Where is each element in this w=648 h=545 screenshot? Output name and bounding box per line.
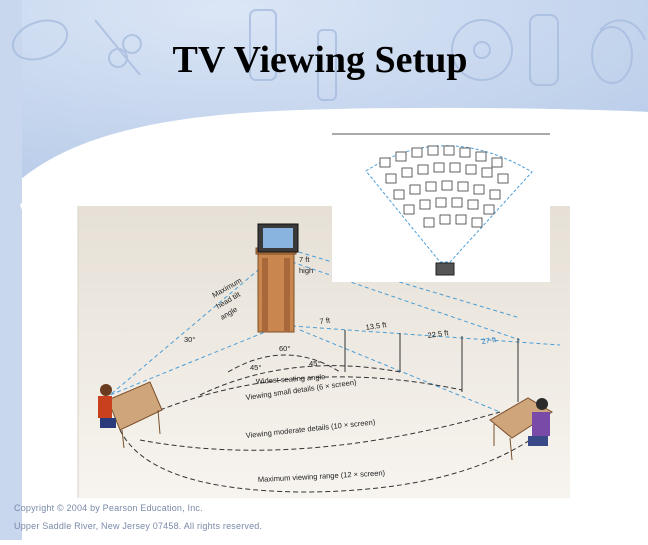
copyright-line-1: Copyright © 2004 by Pearson Education, I…: [14, 503, 203, 513]
seating-fan-inset: [332, 133, 550, 282]
right-viewer: [489, 397, 553, 461]
dist-22-label: 22.5 ft: [427, 328, 450, 340]
height-label-2: high: [299, 266, 313, 275]
dist-13-label: 13.5 ft: [365, 320, 388, 332]
left-viewer: [98, 381, 163, 449]
dist-27-label: 27 ft: [481, 335, 498, 346]
angle-45-right-label: 45°: [309, 359, 320, 368]
angle-45-left-label: 45°: [250, 363, 261, 372]
height-label-1: 7 ft: [299, 255, 310, 264]
viewing-room-illustration: 7 ft high Maximum head tilt angle 30° 60…: [77, 206, 570, 498]
copyright-line-2: Upper Saddle River, New Jersey 07458. Al…: [14, 521, 263, 531]
dist-7-label: 7 ft: [319, 315, 331, 325]
angle-30-label: 30°: [184, 335, 195, 344]
angle-60-label: 60°: [279, 344, 290, 353]
slide-title: TV Viewing Setup: [172, 39, 468, 81]
